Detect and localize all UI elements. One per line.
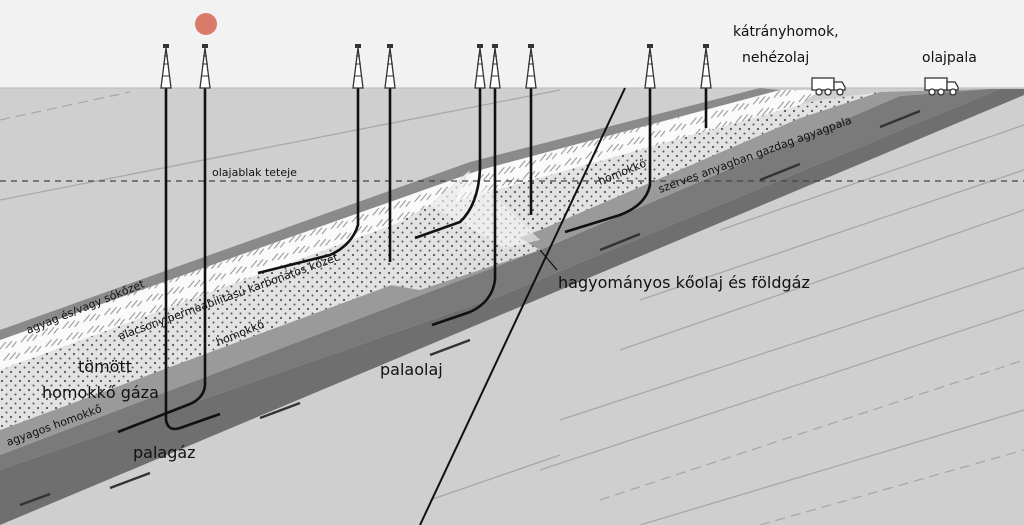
label-tar-sand-line1: kátrányhomok, <box>733 24 839 40</box>
sun-icon <box>195 13 217 35</box>
source-rock-dashes <box>19 109 921 507</box>
label-tight-gas-line1: tömött <box>78 357 132 376</box>
label-shale-gas: palagáz <box>133 443 196 462</box>
conventional-trap-sand <box>300 170 540 290</box>
sky <box>0 0 1024 88</box>
leader-conventional <box>539 249 558 271</box>
wells <box>117 88 708 434</box>
label-conventional: hagyományos kőolaj és földgáz <box>558 273 810 292</box>
carbonate-wedge <box>430 172 540 248</box>
label-tight-gas-line2: homokkő gáza <box>42 383 159 402</box>
label-tar-sand-line2: nehézolaj <box>742 50 809 66</box>
bedding-lines <box>0 89 1024 525</box>
carbonate-layer <box>0 90 820 370</box>
label-shale-oil: palaolaj <box>380 360 443 379</box>
shale-source-layer-lower <box>0 89 1024 525</box>
organic-shale-layer <box>0 89 1000 470</box>
label-oil-shale: olajpala <box>922 50 977 66</box>
label-oil-window-top: olajablak teteje <box>212 166 297 179</box>
fault-line <box>419 87 626 525</box>
